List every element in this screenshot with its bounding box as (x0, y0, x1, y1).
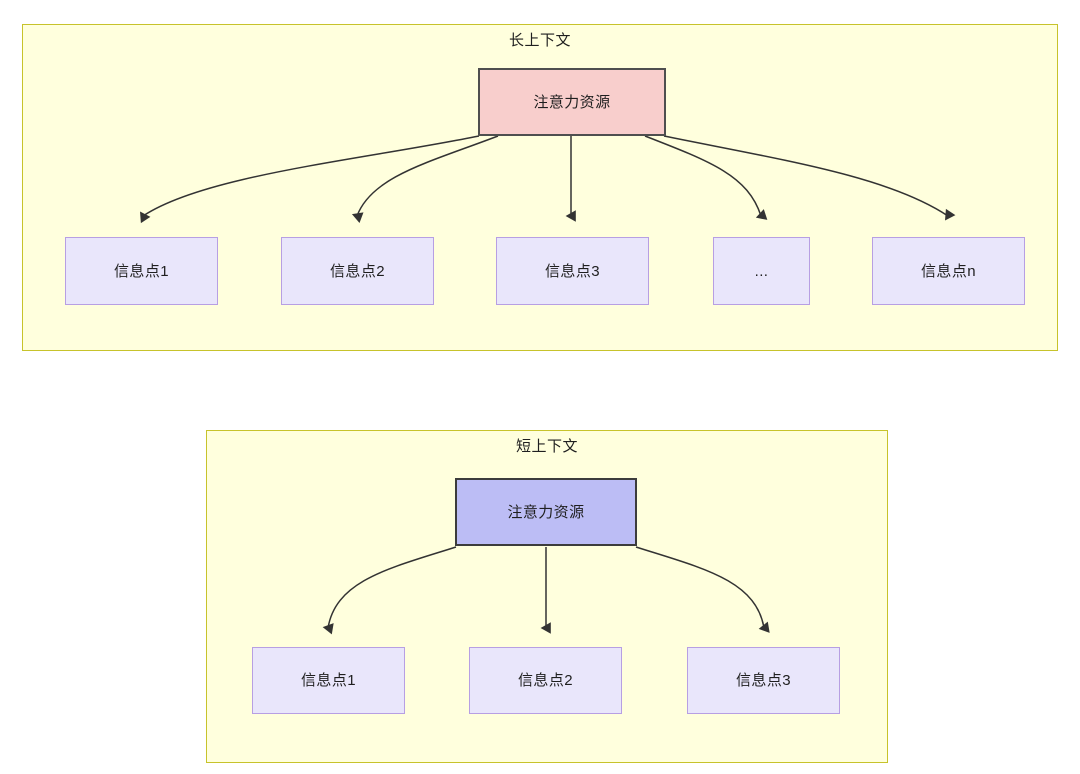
node-leaf-long-1[interactable]: 信息点1 (65, 237, 218, 305)
node-leaf-long-3-label: 信息点3 (545, 262, 600, 280)
node-leaf-short-1[interactable]: 信息点1 (252, 647, 405, 714)
node-root-short-context-label: 注意力资源 (507, 503, 585, 521)
node-root-short-context[interactable]: 注意力资源 (455, 478, 637, 546)
node-root-long-context[interactable]: 注意力资源 (478, 68, 666, 136)
node-leaf-long-3[interactable]: 信息点3 (496, 237, 649, 305)
node-leaf-short-3-label: 信息点3 (736, 672, 791, 689)
node-leaf-long-2[interactable]: 信息点2 (281, 237, 434, 305)
node-leaf-long-2-label: 信息点2 (330, 262, 385, 280)
node-leaf-long-ellipsis-label: ... (754, 262, 769, 280)
node-leaf-short-3[interactable]: 信息点3 (687, 647, 840, 714)
node-leaf-long-n-label: 信息点n (921, 262, 976, 280)
node-leaf-long-ellipsis[interactable]: ... (713, 237, 810, 305)
node-leaf-short-2-label: 信息点2 (518, 672, 573, 689)
node-leaf-long-n[interactable]: 信息点n (872, 237, 1025, 305)
group-short-context-title: 短上下文 (515, 438, 578, 455)
node-leaf-long-1-label: 信息点1 (114, 262, 169, 280)
node-leaf-short-1-label: 信息点1 (301, 672, 356, 689)
group-long-context-title: 长上下文 (508, 32, 571, 49)
node-leaf-short-2[interactable]: 信息点2 (469, 647, 622, 714)
node-root-long-context-label: 注意力资源 (533, 93, 611, 111)
